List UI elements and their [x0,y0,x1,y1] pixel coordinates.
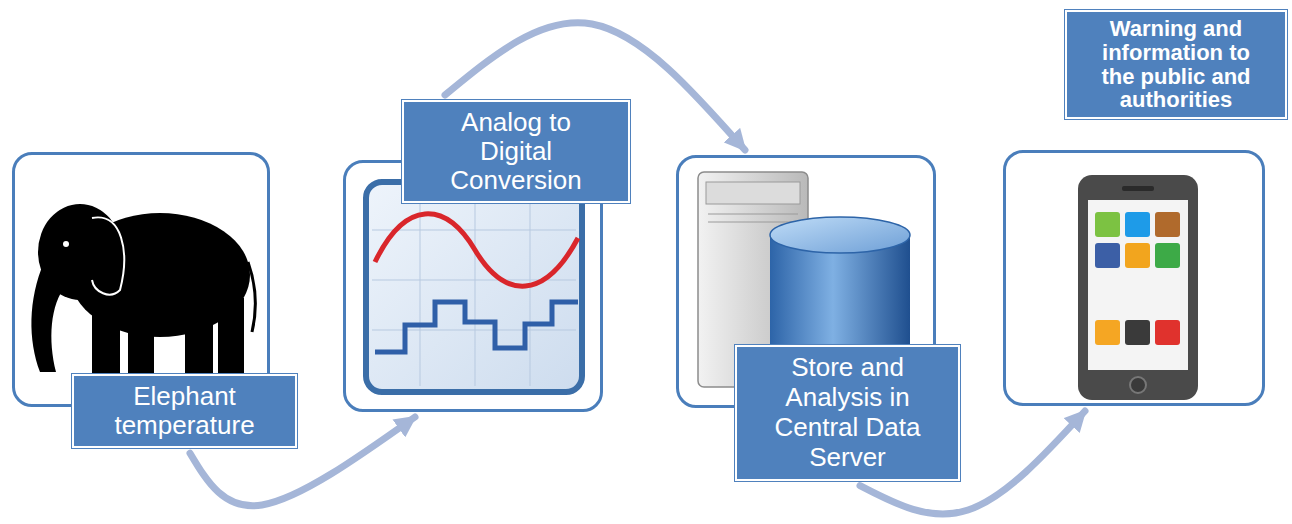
phone-icon [1155,243,1180,268]
step-label: Store and Analysis in Central Data Serve… [735,345,960,481]
server-icon [706,182,800,204]
elephant-icon [92,300,120,385]
elephant-icon [31,204,255,385]
phone-icon [1125,320,1150,345]
adc-icon [375,302,578,352]
phone-icon [1125,212,1150,237]
phone-icon [1122,186,1154,191]
process-panel: Warning and information to the public an… [1003,150,1265,406]
elephant-icon [31,262,66,372]
phone-icon [1125,243,1150,268]
process-panel: Elephant temperature [12,152,270,407]
phone-icon [1155,212,1180,237]
adc-icon [420,188,421,386]
adc-icon [366,182,582,392]
phone-icon [1155,320,1180,345]
process-panel: Store and Analysis in Central Data Serve… [676,155,936,408]
server-icon [708,222,798,223]
adc-icon [475,188,476,386]
phone-icon [1078,175,1198,400]
server-icon [770,217,910,253]
adc-icon [366,182,582,392]
elephant-icon [185,305,213,385]
phone-icon [1088,200,1188,370]
step-label: Analog to Digital Conversion [402,100,630,203]
elephant-icon [63,241,69,247]
elephant-icon [218,298,244,385]
step-label: Warning and information to the public an… [1065,10,1287,119]
phone-icon [1078,175,1198,400]
adc-icon [372,188,576,386]
elephant-icon [92,217,124,294]
phone-icon [1095,243,1120,268]
step-label: Elephant temperature [72,374,297,448]
phone-icon [1130,377,1146,393]
elephant-icon [248,262,255,332]
adc-icon [375,214,578,286]
process-panel: Analog to Digital Conversion [343,160,603,412]
phone-icon [1095,212,1120,237]
adc-icon [372,230,576,231]
server-icon [708,214,798,215]
phone-icon [1095,320,1120,345]
